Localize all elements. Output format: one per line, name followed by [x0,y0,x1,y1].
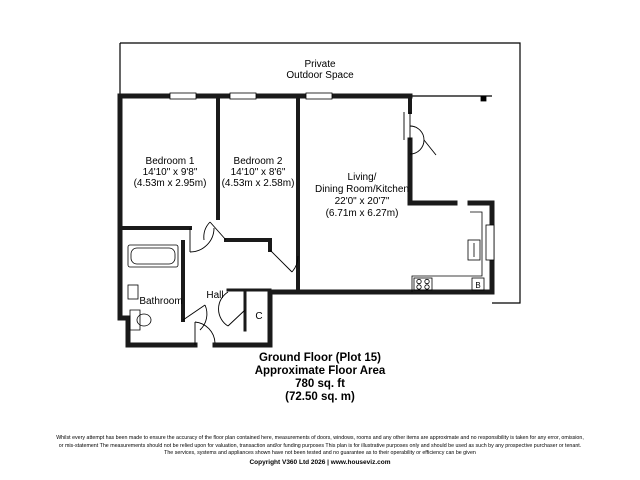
door-cupboard [218,291,246,327]
living-metric: (6.71m x 6.27m) [326,208,399,219]
floor-caption: Ground Floor (Plot 15) Approximate Floor… [0,352,640,404]
disclaimer-line2: or mis-statement The measurements should… [58,442,582,449]
outdoor-space-outline [119,42,521,304]
boiler-label: B [475,281,480,290]
basin-icon [127,284,139,300]
copyright: Copyright V360 Ltd 2026 | www.houseviz.c… [249,459,391,466]
doors [182,112,437,345]
living-imperial: 22'0" x 20'7" [335,196,390,207]
living-label-line2: Dining Room/Kitchen [315,184,409,195]
hob-icon [413,277,433,291]
bedroom2-metric: (4.53m x 2.58m) [222,178,295,189]
kitchen-units [411,95,487,292]
window-bedroom1 [169,92,197,100]
floor-plan: Private Outdoor Space Bedroom 1 14'10" x… [117,42,521,348]
windows [169,92,495,261]
bath-icon [127,244,179,268]
toilet-icon [136,313,152,327]
outdoor-label-line1: Private [304,59,336,70]
disclaimer-line3: The services, systems and appliances sho… [164,450,476,457]
door-bathroom [182,304,208,331]
door-french [403,112,437,156]
window-bedroom2 [229,92,257,100]
bathroom-label: Bathroom [139,296,182,307]
boiler-box [471,277,485,291]
door-bedroom2 [203,221,227,241]
living-label-line1: Living/ [348,172,377,183]
cupboard-label: C [255,311,262,322]
bedroom1-imperial: 14'10" x 9'8" [143,167,198,178]
window-kitchen [485,224,495,261]
bedroom1-metric: (4.53m x 2.95m) [134,178,207,189]
door-entrance [194,321,216,345]
bathroom-fittings [127,244,179,331]
door-living [269,249,299,273]
caption-area-title: Approximate Floor Area [254,365,386,377]
caption-floor-name: Ground Floor (Plot 15) [258,352,382,364]
caption-area-sqm: (72.50 sq. m) [285,391,355,403]
bedroom2-imperial: 14'10" x 8'6" [231,167,286,178]
room-labels: Private Outdoor Space Bedroom 1 14'10" x… [134,59,481,322]
hall-label: Hall [206,290,223,301]
window-living [305,92,333,100]
caption-area-sqft: 780 sq. ft [295,378,345,390]
sink-icon [467,239,481,261]
walls [117,93,495,348]
disclaimer-line1: Whilst every attempt has been made to en… [56,435,584,441]
door-bedroom1 [189,227,215,253]
bedroom2-name: Bedroom 2 [234,156,283,167]
outdoor-label-line2: Outdoor Space [286,70,354,81]
disclaimer: Whilst every attempt has been made to en… [6,435,634,458]
bedroom1-name: Bedroom 1 [146,156,195,167]
